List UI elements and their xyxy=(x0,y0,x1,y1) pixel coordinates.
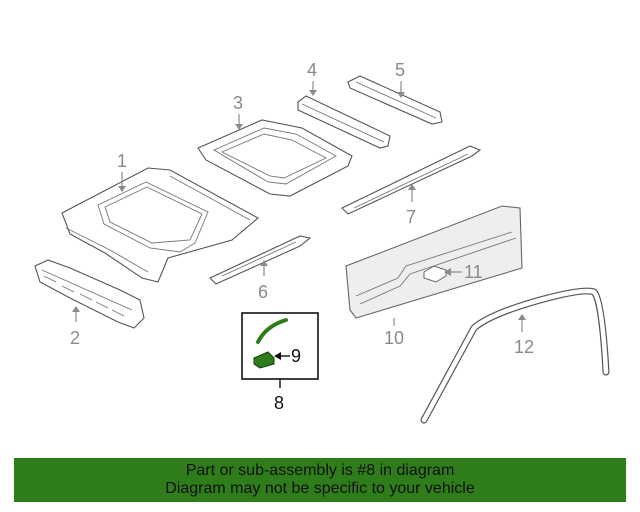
parts-diagram: 1 2 3 4 5 xyxy=(34,60,610,424)
callout-1-label: 1 xyxy=(117,151,127,171)
callout-10: 10 xyxy=(384,318,404,348)
callout-11-label: 11 xyxy=(464,262,483,282)
part-6-roof-rail-left xyxy=(209,235,312,285)
callout-7: 7 xyxy=(406,184,416,227)
callout-8: 8 xyxy=(274,379,284,413)
callout-2-label: 2 xyxy=(70,328,80,348)
callout-5-label: 5 xyxy=(395,60,405,80)
part-10-side-panel xyxy=(345,205,523,319)
callout-6-label: 6 xyxy=(258,282,268,302)
part-8-subassembly-box xyxy=(241,312,319,380)
callout-4-label: 4 xyxy=(307,60,317,80)
info-banner: Part or sub-assembly is #8 in diagram Di… xyxy=(14,458,626,502)
callout-3-label: 3 xyxy=(233,93,243,113)
callout-9: 9 xyxy=(274,346,301,366)
part-11-clip xyxy=(423,265,447,283)
part-3-sunroof-frame xyxy=(197,119,353,197)
part-7-roof-rail-right xyxy=(341,145,482,215)
callout-9-label: 9 xyxy=(291,346,301,366)
callout-2: 2 xyxy=(70,306,80,348)
callout-4: 4 xyxy=(307,60,317,96)
callout-3: 3 xyxy=(233,93,243,130)
callout-1: 1 xyxy=(117,151,127,192)
banner-line-1: Part or sub-assembly is #8 in diagram xyxy=(185,462,455,479)
callout-10-label: 10 xyxy=(384,328,404,348)
callout-11: 11 xyxy=(444,262,483,282)
part-5-rear-bow xyxy=(347,75,443,125)
callout-12-label: 12 xyxy=(514,337,534,357)
part-1-roof-panel xyxy=(61,167,259,283)
callout-5: 5 xyxy=(395,60,405,98)
part-2-front-header xyxy=(34,259,145,329)
callout-8-label: 8 xyxy=(274,393,284,413)
callout-6: 6 xyxy=(258,260,268,302)
part-12-weatherstrip xyxy=(420,287,610,424)
callout-7-label: 7 xyxy=(406,207,416,227)
part-4-roof-bow xyxy=(297,95,391,149)
banner-line-2: Diagram may not be specific to your vehi… xyxy=(165,480,475,497)
callout-12: 12 xyxy=(514,314,534,357)
